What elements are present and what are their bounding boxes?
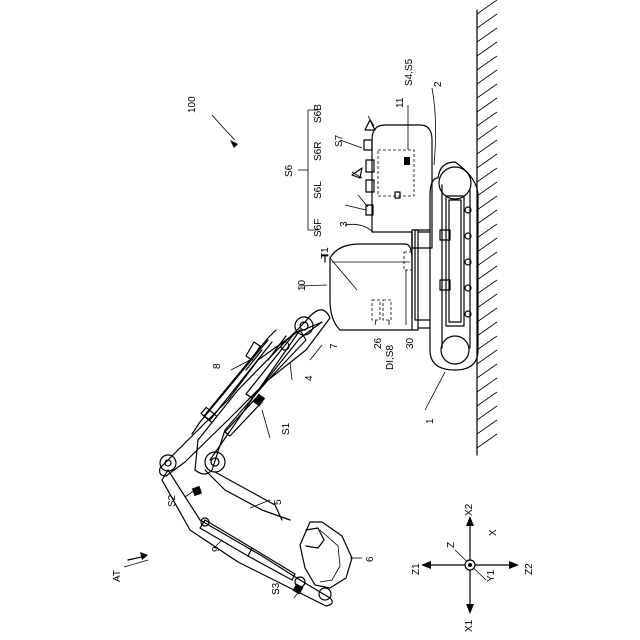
ground-hatch-line	[477, 182, 497, 196]
axis-x1: X1	[464, 619, 475, 632]
ground-hatch-line	[477, 280, 497, 294]
ref-8: 8	[212, 363, 223, 369]
ground-hatch-line	[477, 42, 497, 56]
ref-4: 4	[304, 375, 315, 381]
ref-at: AT	[112, 570, 123, 582]
ground-hatch-line	[477, 84, 497, 98]
arm	[160, 330, 333, 606]
reference-labels: 100 AT 1 2 3 4 5 6 7 8 9 10 11 26 30 T1 …	[112, 58, 444, 595]
ground-hatch-line	[477, 378, 497, 392]
ground-hatch-line	[477, 56, 497, 70]
ground-hatch-line	[477, 0, 497, 14]
ref-s6: S6	[284, 164, 295, 177]
ground-hatch-line	[477, 140, 497, 154]
ground-hatch-line	[477, 14, 497, 28]
ground-hatch-line	[477, 112, 497, 126]
ground-hatch-line	[477, 266, 497, 280]
ref-di-s8: DI,S8	[385, 345, 396, 370]
ground	[477, 0, 497, 455]
ref-s6f: S6F	[313, 219, 324, 237]
ref-26: 26	[373, 337, 384, 349]
ground-hatch-line	[477, 420, 497, 434]
axis-z1: Z1	[411, 563, 422, 575]
ground-hatch-line	[477, 252, 497, 266]
axis-x: X	[488, 529, 499, 536]
ground-hatch-line	[477, 238, 497, 252]
ref-3: 3	[339, 221, 350, 227]
ground-hatch-line	[477, 350, 497, 364]
ground-hatch-line	[477, 322, 497, 336]
ground-hatch-line	[477, 210, 497, 224]
ground-hatch-line	[477, 196, 497, 210]
ground-hatch-line	[477, 168, 497, 182]
ref-s7: S7	[334, 134, 345, 147]
coordinate-axes: X2 X1 X Y1 Z Z1 Z2	[411, 503, 535, 632]
ref-s3: S3	[271, 582, 282, 595]
ref-30: 30	[405, 337, 416, 349]
ref-100: 100	[187, 96, 198, 113]
ground-hatch-line	[477, 406, 497, 420]
ref-9: 9	[211, 546, 222, 552]
axis-z2: Z2	[524, 563, 535, 575]
ref-s4s5: S4,S5	[404, 58, 415, 86]
ground-hatch-line	[477, 154, 497, 168]
axis-z: Z	[446, 542, 457, 548]
ref-s6b: S6B	[313, 104, 324, 123]
ground-hatch-line	[477, 224, 497, 238]
ref-s2: S2	[167, 494, 178, 507]
ground-hatch-line	[477, 126, 497, 140]
ref-s6r: S6R	[313, 142, 324, 161]
boom	[195, 310, 330, 474]
ground-hatch-line	[477, 294, 497, 308]
ref-11: 11	[395, 97, 406, 108]
ground-hatch-line	[477, 28, 497, 42]
ref-1: 1	[425, 418, 436, 424]
axis-x2: X2	[464, 503, 475, 516]
axis-y1: Y1	[486, 569, 497, 582]
ref-s6l: S6L	[313, 181, 324, 199]
ref-5: 5	[273, 499, 284, 505]
ground-hatch-line	[477, 70, 497, 84]
ref-t1: T1	[320, 247, 331, 259]
ref-10: 10	[297, 279, 308, 291]
ground-hatch-line	[477, 434, 497, 448]
ground-hatch-line	[477, 392, 497, 406]
lower-travelling-body	[412, 162, 478, 370]
ground-hatch-line	[477, 364, 497, 378]
ref-7: 7	[329, 343, 340, 349]
ref-6: 6	[365, 556, 376, 562]
ground-hatch-line	[477, 336, 497, 350]
ref-2: 2	[433, 81, 444, 87]
ground-hatch-line	[477, 98, 497, 112]
ground-hatch-line	[477, 308, 497, 322]
bucket	[295, 522, 352, 600]
ref-s1: S1	[281, 422, 292, 435]
